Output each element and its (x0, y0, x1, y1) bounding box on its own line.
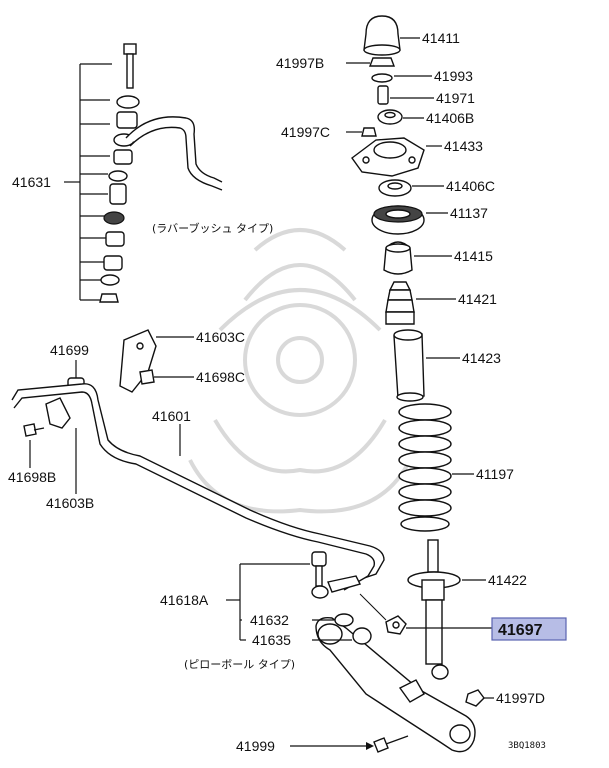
label-41635: 41635 (252, 632, 291, 648)
label-41433: 41433 (444, 138, 483, 154)
highlight-box-41697[interactable]: 41697 (491, 617, 567, 641)
label-41415: 41415 (454, 248, 493, 264)
label-41631: 41631 (12, 174, 51, 190)
part-41422-shock-absorber (407, 539, 461, 680)
part-41433-mount (351, 137, 425, 177)
part-41197-coil-spring (398, 403, 452, 532)
part-41406b-bushing (377, 109, 403, 125)
label-41697: 41697 (498, 622, 543, 639)
part-41999-bolt (373, 735, 409, 753)
link-bracket-41631 (64, 63, 112, 301)
part-41997b-nut (368, 57, 396, 67)
part-41601-stabilizer-bar (11, 383, 385, 591)
part-41632-ring (334, 613, 354, 627)
label-41993: 41993 (434, 68, 473, 84)
part-41415-bump-stopper (383, 241, 413, 275)
label-41997c: 41997C (281, 124, 330, 140)
part-41137-spring-seat (371, 205, 425, 235)
label-41406b: 41406B (426, 110, 474, 126)
label-41971: 41971 (436, 90, 475, 106)
part-41603b-bracket (45, 397, 71, 429)
part-41971-collar (377, 85, 389, 105)
part-41697-nut (385, 615, 407, 635)
label-41421: 41421 (458, 291, 497, 307)
label-41997d: 41997D (496, 690, 545, 706)
lower-arm (315, 616, 476, 753)
part-41406c-bearing (378, 179, 412, 197)
label-41618a: 41618A (160, 592, 209, 608)
part-41997c-nut (361, 127, 377, 137)
part-41421-bumper (385, 281, 415, 325)
part-41993-washer (371, 73, 393, 83)
label-41698b: 41698B (8, 469, 56, 485)
label-41997b: 41997B (276, 55, 324, 71)
note-pillow-ball-type: (ピローボール タイプ) (184, 658, 295, 671)
label-41423: 41423 (462, 350, 501, 366)
stabilizer-end-rubber-type-edge (129, 126, 223, 191)
diagram-code: 3BQ1803 (508, 741, 546, 751)
label-41601: 41601 (152, 408, 191, 424)
label-41197: 41197 (476, 466, 514, 482)
part-41411-cap (363, 15, 401, 56)
part-41618a-link (311, 551, 362, 599)
label-41999: 41999 (236, 738, 275, 754)
label-41406c: 41406C (446, 178, 495, 194)
label-41632: 41632 (250, 612, 289, 628)
part-41698c-bolt (139, 369, 155, 385)
label-41698c: 41698C (196, 369, 245, 385)
note-rubber-bush-type: (ラバーブッシュ タイプ) (152, 221, 273, 235)
watermark-emblem (188, 228, 412, 514)
part-41635-bush (352, 627, 372, 645)
part-41698b-bolt (23, 423, 45, 437)
part-41631-link-parts (99, 43, 140, 303)
part-41997d-nut (465, 689, 485, 707)
part-41423-dust-boot (393, 329, 425, 402)
label-41137: 41137 (450, 205, 488, 221)
label-41699: 41699 (50, 342, 89, 358)
label-41603b: 41603B (46, 495, 94, 511)
label-41603c: 41603C (196, 329, 245, 345)
label-41422: 41422 (488, 572, 527, 588)
label-41411: 41411 (422, 30, 460, 46)
